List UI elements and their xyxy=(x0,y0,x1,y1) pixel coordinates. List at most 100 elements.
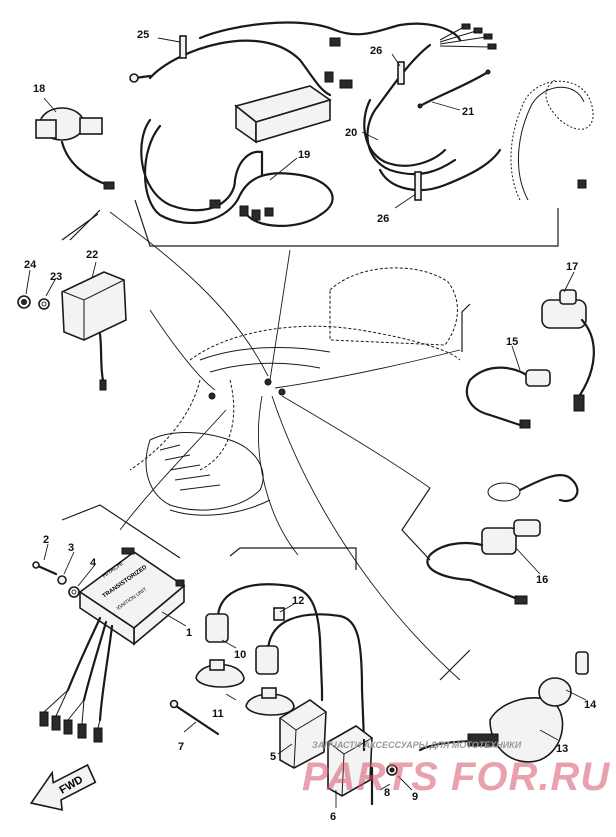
bolt-7 xyxy=(174,704,220,736)
plug-boot-11 xyxy=(195,663,245,688)
washer-23-hole xyxy=(41,301,47,307)
callout-26-bottom: 26 xyxy=(377,213,389,225)
regulator-body xyxy=(61,271,127,341)
main-switch-wire xyxy=(426,541,522,602)
harness-branch-upper xyxy=(198,21,462,42)
watermark: ЗАПЧАСТИ АКСЕССУАРЫ ДЛЯ МОТОТЕХНИКИ PART… xyxy=(302,740,610,799)
callout-11: 11 xyxy=(212,708,224,720)
switch-ring xyxy=(487,482,521,502)
connector-block xyxy=(209,199,221,209)
switch-button xyxy=(559,289,577,305)
watermark-tagline: ЗАПЧАСТИ АКСЕССУАРЫ ДЛЯ МОТОТЕХНИКИ xyxy=(312,740,522,750)
routing-line xyxy=(271,395,461,681)
callout-19: 19 xyxy=(298,149,310,161)
connector-block xyxy=(324,71,334,83)
connector-block xyxy=(339,79,353,89)
key-14 xyxy=(575,651,589,675)
plug-cap-10b xyxy=(255,645,279,675)
connector-terminal xyxy=(483,33,493,40)
lead-end xyxy=(485,69,491,75)
nut-9-hole xyxy=(389,767,395,773)
routing-line xyxy=(119,409,227,531)
part-1-cdi-unit: HITACHI TRANSISTORIZED IGNITION UNIT xyxy=(32,504,186,743)
plug-cap-10 xyxy=(205,613,229,643)
lead-wire-21 xyxy=(418,70,490,108)
callout-9: 9 xyxy=(412,791,418,803)
frame-chassis xyxy=(109,211,461,681)
grommet-12 xyxy=(273,607,285,621)
callout-20: 20 xyxy=(345,127,357,139)
callout-24: 24 xyxy=(24,259,37,271)
connector-block xyxy=(264,207,274,217)
frame-rail xyxy=(199,346,331,373)
callout-numbers: 25 26 21 20 19 26 18 22 23 24 17 15 16 1… xyxy=(24,29,597,823)
callout-18: 18 xyxy=(33,83,45,95)
washer-4-hole xyxy=(71,589,77,595)
callout-3: 3 xyxy=(68,542,74,554)
callout-8: 8 xyxy=(384,787,390,799)
rectifier-mount xyxy=(35,119,57,139)
part-22-regulator xyxy=(17,271,127,391)
switch-cable xyxy=(518,473,579,503)
group-bracket xyxy=(461,303,471,352)
routing-line xyxy=(274,349,461,389)
group-bracket xyxy=(229,547,357,570)
plug-boot-11b xyxy=(245,693,295,716)
frame-backbone xyxy=(189,325,461,361)
washer-3 xyxy=(57,575,67,585)
screw-2-head xyxy=(32,561,40,569)
lead-end xyxy=(417,103,423,109)
connector-terminal xyxy=(473,27,483,34)
switch-connector xyxy=(573,394,585,412)
screw-2 xyxy=(36,564,58,576)
coil-edges xyxy=(279,711,327,769)
leader-lines xyxy=(25,37,587,808)
rectifier-plug xyxy=(79,117,103,135)
cdi-mount-tab xyxy=(175,579,185,587)
cdi-connector xyxy=(39,711,49,727)
plug-end-cap xyxy=(129,73,139,83)
coil-edges xyxy=(327,737,373,797)
cable-clamp xyxy=(414,171,422,201)
cable-clamp xyxy=(179,35,187,59)
cable-clamp xyxy=(397,61,405,85)
plug-boot-neck xyxy=(209,659,225,671)
callout-1: 1 xyxy=(186,627,192,639)
callout-4: 4 xyxy=(90,557,97,569)
routing-point xyxy=(278,388,286,396)
junction-box-front xyxy=(255,98,331,144)
ht-lead-left xyxy=(216,583,324,692)
connector-block xyxy=(329,37,341,47)
key-switch-cap-14 xyxy=(538,677,572,707)
cable-end-connector xyxy=(577,179,587,189)
harness-group-bracket xyxy=(61,199,559,247)
cdi-connector xyxy=(51,715,61,731)
engine-outline xyxy=(145,432,264,511)
part-18-rectifier xyxy=(35,107,115,241)
switch-wire xyxy=(578,318,595,397)
group-bracket xyxy=(69,209,101,241)
part-16-main-switch xyxy=(401,473,579,605)
routing-point xyxy=(208,392,216,400)
callout-16: 16 xyxy=(536,574,548,586)
regulator-edges xyxy=(63,279,125,340)
frame-downtube xyxy=(129,379,235,471)
cdi-harness xyxy=(66,616,114,722)
cdi-connector xyxy=(77,723,87,739)
routing-point xyxy=(264,378,272,386)
harness-connector-bundle xyxy=(439,23,497,50)
cdi-unit-front xyxy=(79,590,135,646)
meter-cable-inner xyxy=(518,86,585,201)
ignition-coil-group xyxy=(169,547,398,806)
connector-block xyxy=(239,205,249,217)
main-switch-head xyxy=(513,519,541,537)
bolt-7-head xyxy=(169,699,179,709)
fwd-arrow-shape xyxy=(29,763,97,811)
ignition-coil-6 xyxy=(327,725,373,797)
rectifier-wire xyxy=(60,140,110,187)
lever-switch-15 xyxy=(525,369,551,387)
watermark-brand: PARTS FOR.RU xyxy=(302,755,610,799)
main-switch-body xyxy=(481,527,517,555)
main-harness-loop xyxy=(144,39,334,227)
